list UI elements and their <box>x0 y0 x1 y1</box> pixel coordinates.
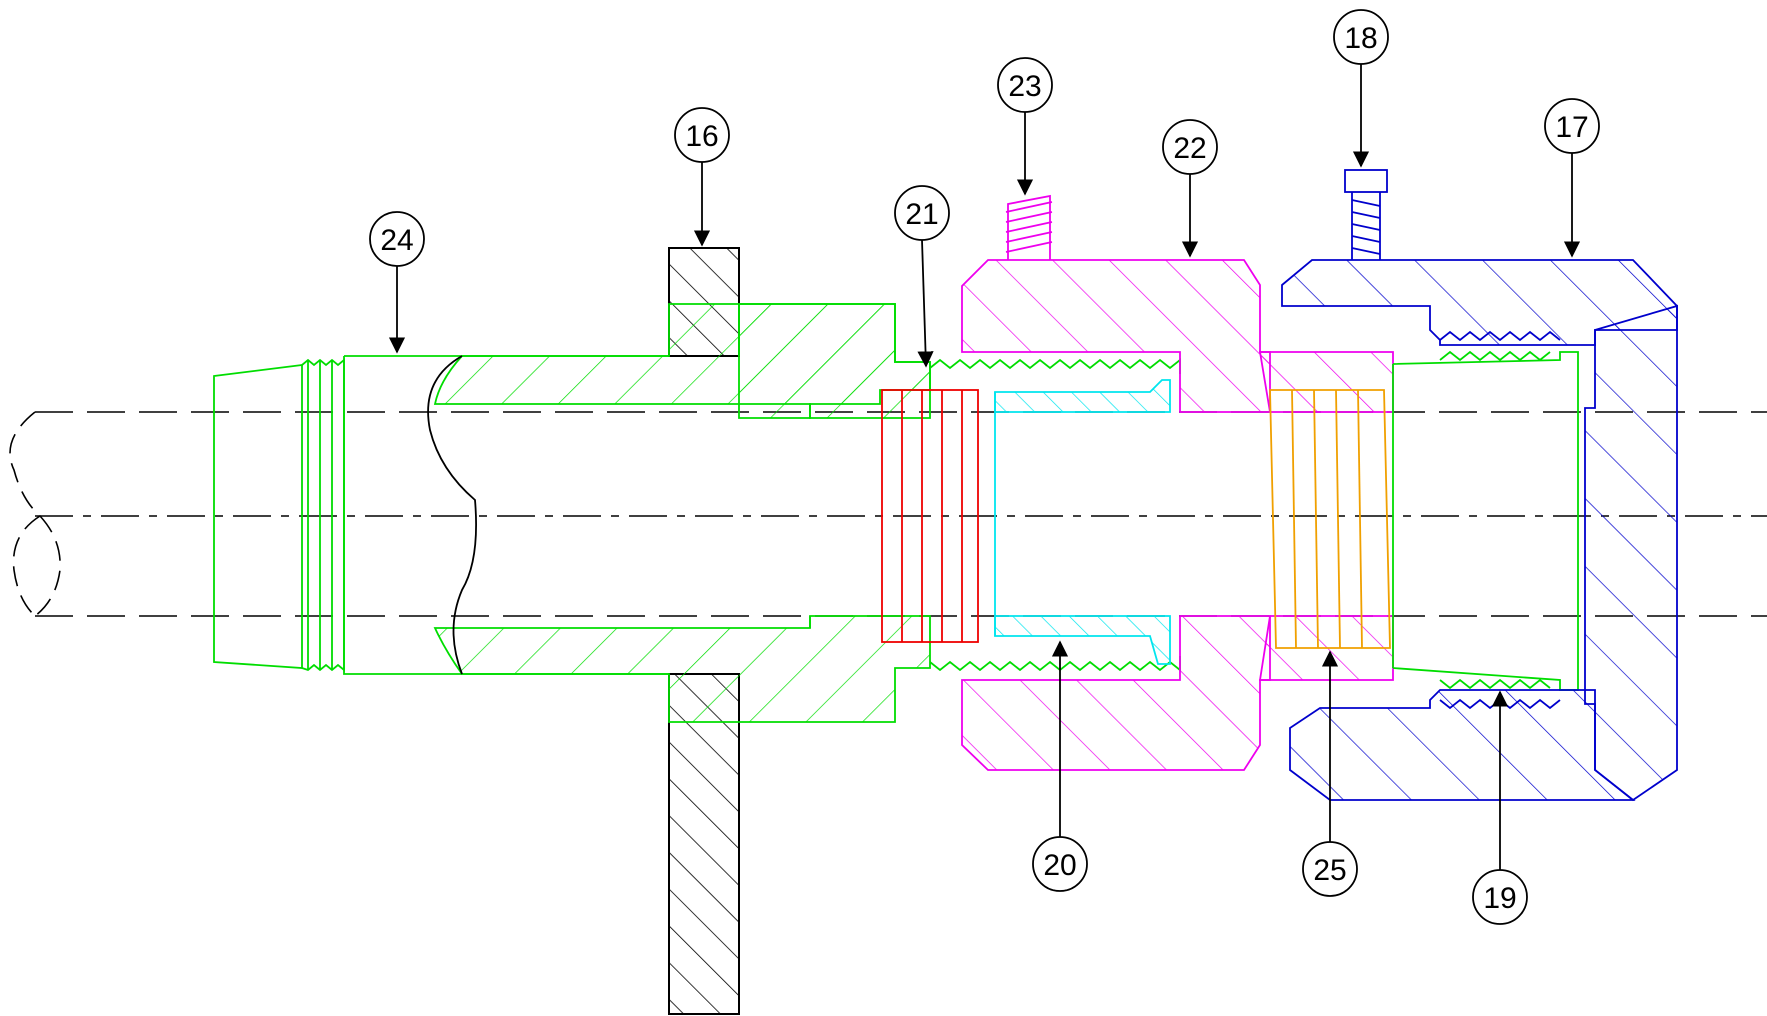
callout-25: 25 <box>1302 650 1358 897</box>
set-screw-23 <box>1005 194 1053 260</box>
pipe-end-center <box>34 515 61 617</box>
cap-nut-17 <box>1281 259 1678 802</box>
pipe-end-upper-ellipse <box>9 411 41 517</box>
sleeve-20 <box>994 379 1171 665</box>
fitting-thread-upper <box>929 358 1181 374</box>
centerlines <box>35 411 1767 617</box>
callouts: 16 24 21 23 22 18 <box>369 9 1600 925</box>
callout-17: 17 <box>1544 98 1600 258</box>
callout-16: 16 <box>674 107 730 247</box>
callout-21: 21 <box>894 185 950 368</box>
screw-18 <box>1344 169 1388 260</box>
sleeve-lower <box>994 615 1171 665</box>
seal-ring-21 <box>881 389 979 643</box>
callout-19-label: 19 <box>1483 882 1516 915</box>
nut-22-upper <box>961 259 1271 413</box>
union-nut-22 <box>961 259 1394 771</box>
wall-panel-lower <box>668 673 740 1015</box>
callout-22: 22 <box>1162 119 1218 258</box>
callout-16-label: 16 <box>685 120 718 153</box>
fitting-lower-wall <box>433 615 931 723</box>
break-line <box>427 355 477 675</box>
insert-thread-upper <box>1439 350 1551 362</box>
callout-22-label: 22 <box>1173 132 1206 165</box>
insert-19 <box>1392 350 1579 691</box>
nut-22-lower <box>961 615 1271 771</box>
fitting-thread-lower <box>929 656 1181 672</box>
callout-21-label: 21 <box>905 198 938 231</box>
callout-20: 20 <box>1032 640 1088 892</box>
sleeve-upper <box>994 379 1171 413</box>
callout-19: 19 <box>1472 690 1528 925</box>
nut-22-middle-upper <box>1258 351 1394 413</box>
pipe-end <box>9 411 61 617</box>
fitting-body-24 <box>213 303 1181 723</box>
callout-18: 18 <box>1333 9 1389 168</box>
callout-20-label: 20 <box>1043 849 1076 882</box>
callout-23: 23 <box>997 57 1053 196</box>
callout-18-label: 18 <box>1344 22 1377 55</box>
callout-24: 24 <box>369 211 425 354</box>
cap-nut-right-wall <box>1584 304 1678 802</box>
callout-17-label: 17 <box>1555 111 1588 144</box>
callout-24-label: 24 <box>380 224 413 257</box>
insert-thread-lower <box>1439 678 1551 690</box>
fitting-nose-threads <box>301 358 345 672</box>
ring-25 <box>1269 389 1391 649</box>
pipe-end-lower-ellipse <box>12 515 41 617</box>
cap-nut-lower <box>1289 689 1636 801</box>
callout-25-label: 25 <box>1313 854 1346 887</box>
callout-23-label: 23 <box>1008 70 1041 103</box>
cap-nut-thread-upper <box>1439 330 1561 342</box>
